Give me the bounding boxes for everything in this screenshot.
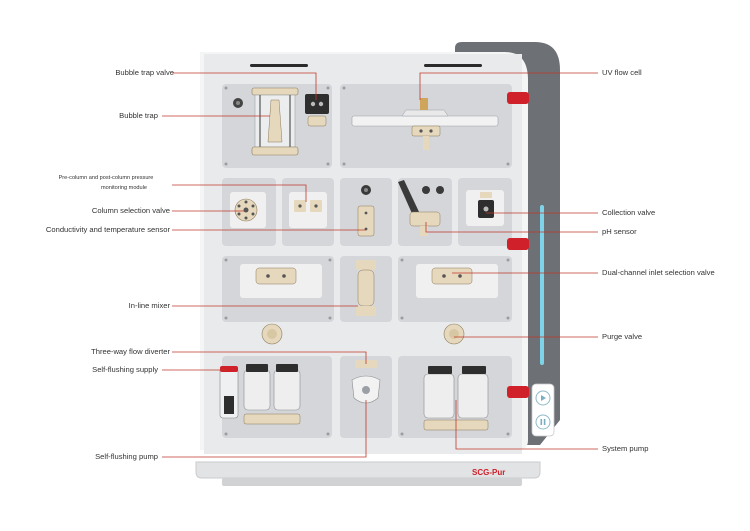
play-icon[interactable] [535,390,551,406]
top-slot-left [250,64,308,67]
label-system-pump: System pump [602,444,649,453]
pause-icon[interactable] [535,414,551,430]
base-foot [222,478,522,486]
red-tag-pump [507,386,529,398]
label-purge-valve: Purge valve [602,332,643,341]
uv-plate [351,115,499,127]
self-flush-pump-head-2 [273,369,301,411]
label-in-line-mixer: In-line mixer [128,301,170,310]
label-self-flushing-supply: Self-flushing supply [92,365,158,374]
top-slot-right [424,64,482,67]
status-led-strip [540,205,544,365]
label-three-way-flow-diverter: Three-way flow diverter [91,347,170,356]
leader-lines [162,72,598,458]
conductivity-sensor [357,205,375,237]
label-pressure-module-line2: monitoring module [100,185,148,191]
right-inlet-valve [431,267,473,285]
ph-probe [398,180,420,218]
bubble-trap-valve-block [305,94,329,114]
base-tray [195,461,541,479]
label-ph-sensor: pH sensor [602,227,637,236]
label-pressure-module-line1: Pre-column and post-column pressure [58,175,154,181]
bubble-trap-cap-bottom [251,146,299,156]
label-self-flushing-pump: Self-flushing pump [95,452,158,461]
system-pump-head-2 [457,373,489,419]
label-column-selection-valve: Column selection valve [91,206,170,215]
in-line-mixer-body [357,269,375,307]
label-collection-valve: Collection valve [602,208,656,217]
label-conductivity-temperature-sensor: Conductivity and temperature sensor [45,225,170,234]
red-tag-uv [507,92,529,104]
left-inlet-valve [255,267,297,285]
system-pump-head-1 [423,373,455,419]
label-dual-channel-inlet-selection-valve: Dual-channel inlet selection valve [602,268,715,277]
uv-fitting [420,98,428,110]
brand-logo: SCG-Pur [472,468,505,477]
bubble-trap-cap-top [251,87,299,96]
self-flush-pump-head-1 [243,369,271,411]
red-tag-collection [507,238,529,250]
label-bubble-trap: Bubble trap [119,111,158,120]
label-bubble-trap-valve: Bubble trap valve [115,68,174,77]
label-uv-flow-cell: UV flow cell [602,68,642,77]
